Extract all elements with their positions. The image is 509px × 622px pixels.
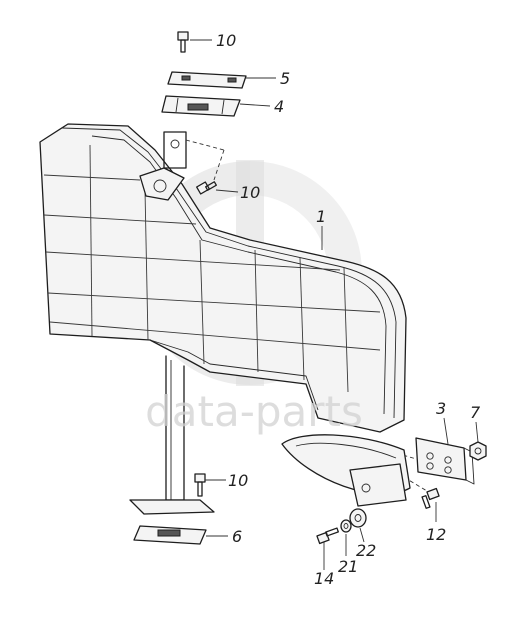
callout-5: 5 <box>280 69 290 88</box>
callout-14: 14 <box>314 569 334 588</box>
bolt-10-mid <box>196 181 217 195</box>
callout-4: 4 <box>274 97 284 116</box>
callout-3: 3 <box>436 399 446 418</box>
callout-10-top: 10 <box>216 31 236 50</box>
callout-22: 22 <box>356 541 376 560</box>
callout-6: 6 <box>232 527 242 546</box>
bolt-12 <box>421 487 440 509</box>
callout-labels: 10 5 4 10 1 3 7 10 12 6 22 14 21 <box>216 31 481 588</box>
duct-body <box>39 123 407 433</box>
part-7-nut <box>469 441 487 461</box>
part-3-bracket <box>415 437 475 485</box>
part-6-clamp <box>133 525 207 545</box>
bolt-10-top <box>177 31 189 53</box>
part-22-washer <box>349 508 367 528</box>
watermark-text: data-parts <box>145 387 363 436</box>
callout-1: 1 <box>316 207 326 226</box>
part-5-plate <box>167 71 247 89</box>
callout-7: 7 <box>470 403 481 422</box>
outlet-nozzle <box>281 434 411 507</box>
lower-stand <box>129 355 215 515</box>
leader-lines <box>190 39 479 570</box>
bolt-14 <box>316 527 339 545</box>
callout-12: 12 <box>426 525 446 544</box>
callout-21: 21 <box>338 557 358 576</box>
callout-10-mid: 10 <box>240 183 260 202</box>
upper-bracket <box>139 131 187 201</box>
bolt-10-low <box>194 473 206 497</box>
part-21-washer <box>340 519 352 533</box>
part-4-clamp <box>161 95 241 117</box>
callout-10-low: 10 <box>228 471 248 490</box>
